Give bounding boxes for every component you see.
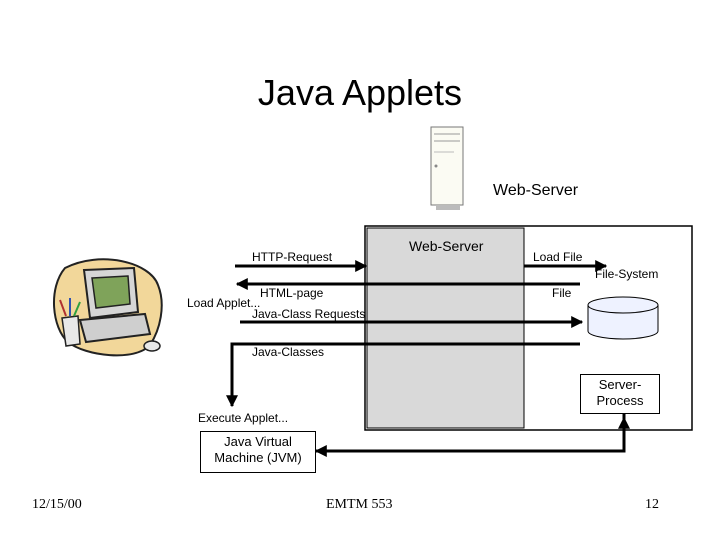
web-server-panel xyxy=(366,227,525,429)
server-icon-label: Web-Server xyxy=(493,182,579,199)
java-classes-label: Java-Classes xyxy=(252,345,325,359)
load-file-label: Load File xyxy=(533,250,583,264)
server-process-line1: Server- xyxy=(598,377,642,392)
java-classes-arrow xyxy=(226,342,580,408)
file-label: File xyxy=(552,286,572,300)
server-region-outline xyxy=(364,225,693,431)
server-process-line2: Process xyxy=(596,393,644,408)
file-system-label: File-System xyxy=(595,267,659,281)
server-tower-icon xyxy=(430,126,464,210)
execute-applet-label: Execute Applet... xyxy=(198,411,289,425)
file-system-cylinder-icon xyxy=(587,296,659,340)
server-box-label: Web-Server xyxy=(409,238,484,254)
slide-title: Java Applets xyxy=(257,72,463,113)
java-class-requests-label: Java-Class Requests xyxy=(252,307,366,321)
html-page-label: HTML-page xyxy=(260,286,324,300)
footer-page-number: 12 xyxy=(645,497,659,512)
footer-date: 12/15/00 xyxy=(32,497,82,512)
jvm-line1: Java Virtual xyxy=(224,434,292,449)
load-applet-label: Load Applet... xyxy=(187,296,261,310)
server-process-box: Server- Process xyxy=(580,374,660,414)
jvm-box: Java Virtual Machine (JVM) xyxy=(200,431,316,473)
http-request-label: HTTP-Request xyxy=(252,250,333,264)
client-computer-icon xyxy=(53,258,163,357)
footer-center: EMTM 553 xyxy=(326,497,393,512)
jvm-line2: Machine (JVM) xyxy=(214,450,302,465)
